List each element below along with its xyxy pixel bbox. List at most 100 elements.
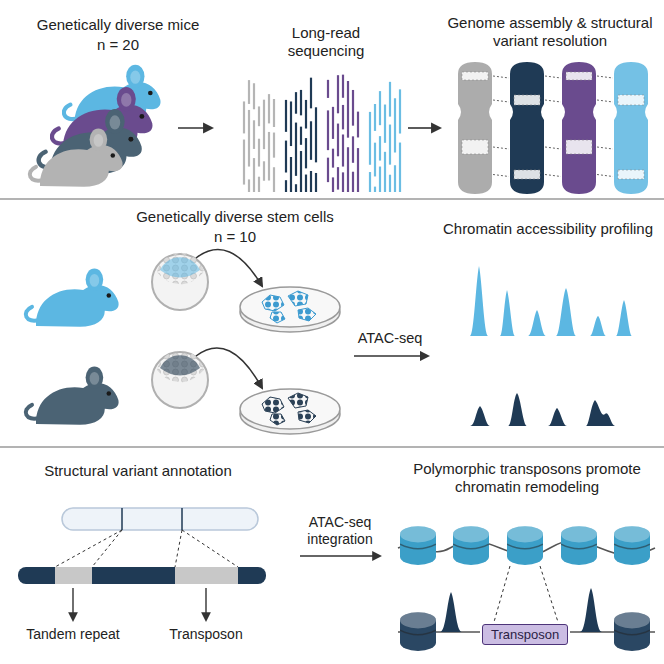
sv-band	[514, 95, 540, 105]
read	[258, 139, 260, 167]
read	[399, 143, 401, 192]
alignment-line	[493, 76, 509, 78]
alignment-line	[545, 147, 561, 149]
read	[248, 179, 250, 192]
read	[295, 184, 297, 192]
read	[394, 98, 396, 152]
read	[248, 110, 250, 167]
read	[369, 112, 371, 165]
read	[258, 106, 260, 126]
read	[332, 177, 334, 192]
read	[394, 165, 396, 192]
sv-band	[462, 72, 488, 80]
read	[337, 124, 339, 157]
read	[285, 141, 287, 173]
read	[342, 172, 344, 192]
read	[332, 107, 334, 139]
arrow	[196, 250, 428, 388]
blastocyst	[152, 253, 208, 408]
read	[327, 158, 329, 182]
read	[253, 158, 255, 192]
read	[285, 180, 287, 192]
read	[300, 151, 302, 192]
mouse-group	[30, 65, 161, 187]
read	[389, 175, 391, 192]
read	[332, 149, 334, 168]
read	[315, 107, 317, 162]
read	[310, 78, 312, 109]
sv-band	[566, 140, 592, 154]
read	[300, 127, 302, 145]
read	[290, 157, 292, 192]
read	[295, 123, 297, 176]
label: ATAC-seq	[345, 330, 435, 347]
read	[285, 100, 287, 132]
read	[295, 92, 297, 114]
read	[399, 89, 401, 133]
read	[369, 172, 371, 192]
read	[342, 105, 344, 129]
sv-band	[566, 72, 592, 80]
alignment-line	[545, 100, 561, 102]
label: Genome assembly & structural variant res…	[437, 14, 663, 50]
read	[253, 120, 255, 149]
read	[357, 112, 359, 138]
mouse-group	[26, 268, 119, 424]
read	[379, 136, 381, 160]
read	[290, 101, 292, 146]
sv-band	[618, 170, 644, 179]
read	[389, 125, 391, 165]
chromatin	[398, 526, 655, 651]
sv-band	[514, 170, 540, 179]
chromosome	[458, 62, 492, 194]
read	[379, 91, 381, 125]
read	[300, 90, 302, 115]
read	[389, 82, 391, 117]
alignment-line	[597, 175, 613, 177]
read	[268, 132, 270, 181]
read	[347, 81, 349, 138]
read	[352, 172, 354, 192]
read	[374, 187, 376, 192]
read	[263, 161, 265, 180]
node-text: Transposon	[491, 627, 559, 642]
read	[374, 143, 376, 177]
label: ATAC-seq integration	[290, 514, 390, 548]
read	[310, 171, 312, 192]
sv-band	[618, 95, 644, 105]
alignment-line	[545, 76, 561, 78]
read	[243, 140, 245, 185]
read	[273, 167, 275, 192]
chromosomes	[458, 62, 648, 194]
read	[268, 94, 270, 123]
read	[352, 136, 354, 162]
read	[352, 90, 354, 126]
chromosome	[510, 62, 544, 194]
transposon-box: Transposon	[482, 624, 568, 645]
sequencing-reads	[244, 75, 400, 192]
read	[357, 148, 359, 192]
read	[305, 138, 307, 168]
read	[374, 104, 376, 131]
label: Genetically diverse mice	[18, 16, 218, 34]
read	[379, 167, 381, 192]
read	[263, 100, 265, 149]
alignment-line	[493, 175, 509, 177]
read	[243, 101, 245, 133]
alignment-line	[597, 147, 613, 149]
read	[327, 80, 329, 98]
read	[273, 133, 275, 158]
label: n = 10	[195, 228, 275, 246]
read	[253, 83, 255, 109]
culture-dish	[240, 287, 340, 434]
alignment-line	[597, 100, 613, 102]
label: Tandem repeat	[18, 626, 128, 643]
read	[342, 75, 344, 98]
panel-divider	[0, 199, 664, 447]
read	[305, 175, 307, 192]
read	[337, 167, 339, 189]
label: Polymorphic transposons promote chromati…	[407, 460, 647, 496]
read	[248, 80, 250, 104]
chromosome	[562, 62, 596, 194]
